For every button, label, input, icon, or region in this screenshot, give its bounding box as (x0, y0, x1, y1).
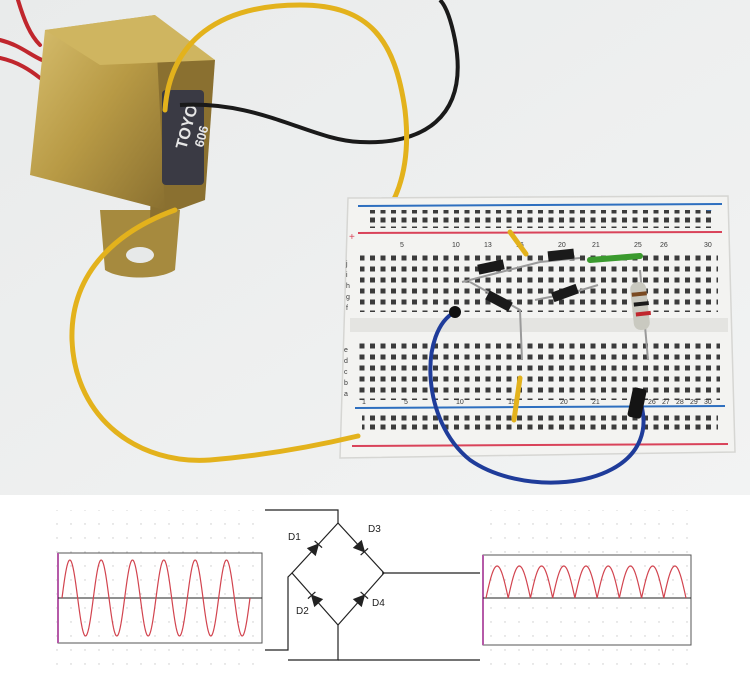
breadboard: + − f g h i j a b c d (339, 195, 736, 459)
svg-text:j: j (345, 261, 348, 268)
dot-grid-right (480, 510, 695, 670)
yellow-wire-bottom (69, 207, 361, 463)
input-sine-wave (61, 559, 251, 637)
svg-text:h: h (346, 283, 350, 290)
svg-text:21: 21 (592, 242, 600, 249)
left-lead (265, 572, 293, 651)
svg-text:15: 15 (508, 399, 516, 406)
top-rail-blue-line (357, 203, 723, 207)
blue-wire-end (449, 306, 461, 318)
svg-text:i: i (346, 272, 348, 279)
svg-text:26: 26 (648, 399, 656, 406)
svg-text:25: 25 (634, 242, 642, 249)
transformer-mounting-bracket (100, 210, 180, 278)
svg-text:1: 1 (362, 399, 366, 406)
svg-text:10: 10 (452, 242, 460, 249)
svg-text:27: 27 (662, 399, 670, 406)
row-letters-bottom: a b c d e (344, 347, 348, 398)
svg-text:21: 21 (592, 399, 600, 406)
bottom-rail-holes (362, 412, 718, 432)
label-d3: D3 (368, 524, 381, 535)
bottom-rail-blue-line (354, 405, 726, 409)
d2-symbol (307, 591, 324, 608)
label-d4: D4 (372, 598, 385, 609)
green-jumper (587, 253, 643, 263)
transformer-core-top (45, 15, 215, 65)
top-rail-holes (365, 210, 715, 228)
output-scope (482, 554, 692, 646)
top-rail-plus: + (349, 232, 355, 243)
d3-symbol (352, 539, 369, 556)
label-d2: D2 (296, 606, 309, 617)
d4-symbol (352, 591, 369, 608)
svg-text:30: 30 (704, 242, 712, 249)
svg-text:a: a (344, 391, 348, 398)
blue-wire (428, 310, 646, 485)
output-rectified-wave (485, 565, 687, 599)
bridge-schematic (265, 509, 480, 661)
diode-d2 (485, 290, 513, 312)
svg-text:f: f (346, 305, 348, 312)
top-rail-minus: − (706, 206, 712, 217)
svg-text:26: 26 (660, 242, 668, 249)
input-scope (57, 552, 263, 644)
svg-text:20: 20 (560, 399, 568, 406)
black-wire (179, 0, 460, 145)
svg-text:20: 20 (558, 242, 566, 249)
top-rail-red-line (357, 231, 723, 234)
top-lead (265, 509, 339, 523)
resistor (630, 269, 651, 361)
bridge-diodes (461, 248, 599, 361)
transformer-winding-label (162, 90, 204, 185)
diode-d3 (547, 248, 575, 262)
mounting-hole (126, 247, 154, 263)
svg-text:b: b (344, 380, 348, 387)
breadboard-photo: TOYO 606 + − f (0, 0, 750, 495)
black-probe-tip (627, 387, 647, 419)
bridge-rectifier-diagram: D1 D3 D2 D4 (0, 495, 750, 673)
svg-text:c: c (344, 369, 348, 376)
yellow-wire-top (162, 2, 410, 235)
red-primary-wires (0, 0, 44, 80)
d1-symbol (306, 540, 323, 557)
svg-text:5: 5 (404, 399, 408, 406)
bridge-diamond (291, 522, 385, 626)
transformer-model: 606 (191, 124, 211, 149)
svg-text:5: 5 (400, 242, 404, 249)
lower-terminal-holes (358, 338, 720, 400)
svg-text:g: g (346, 294, 350, 301)
svg-text:28: 28 (676, 399, 684, 406)
center-channel (350, 318, 728, 332)
diode-d1 (477, 259, 505, 275)
yellow-jumper-short-bottom (511, 375, 523, 423)
diode-symbols (306, 539, 369, 608)
svg-text:e: e (344, 347, 348, 354)
svg-text:30: 30 (704, 399, 712, 406)
transformer-core-front (30, 15, 165, 210)
upper-terminal-holes (360, 250, 718, 312)
yellow-jumper-short-top (507, 229, 529, 257)
transformer: TOYO 606 (30, 15, 215, 278)
svg-text:13: 13 (484, 242, 492, 249)
svg-text:10: 10 (456, 399, 464, 406)
svg-text:29: 29 (690, 399, 698, 406)
svg-text:d: d (344, 358, 348, 365)
bottom-rail-red-line (351, 443, 729, 447)
row-letters-top: f g h i j (345, 261, 350, 312)
diode-d4 (551, 283, 579, 303)
label-d1: D1 (288, 532, 301, 543)
